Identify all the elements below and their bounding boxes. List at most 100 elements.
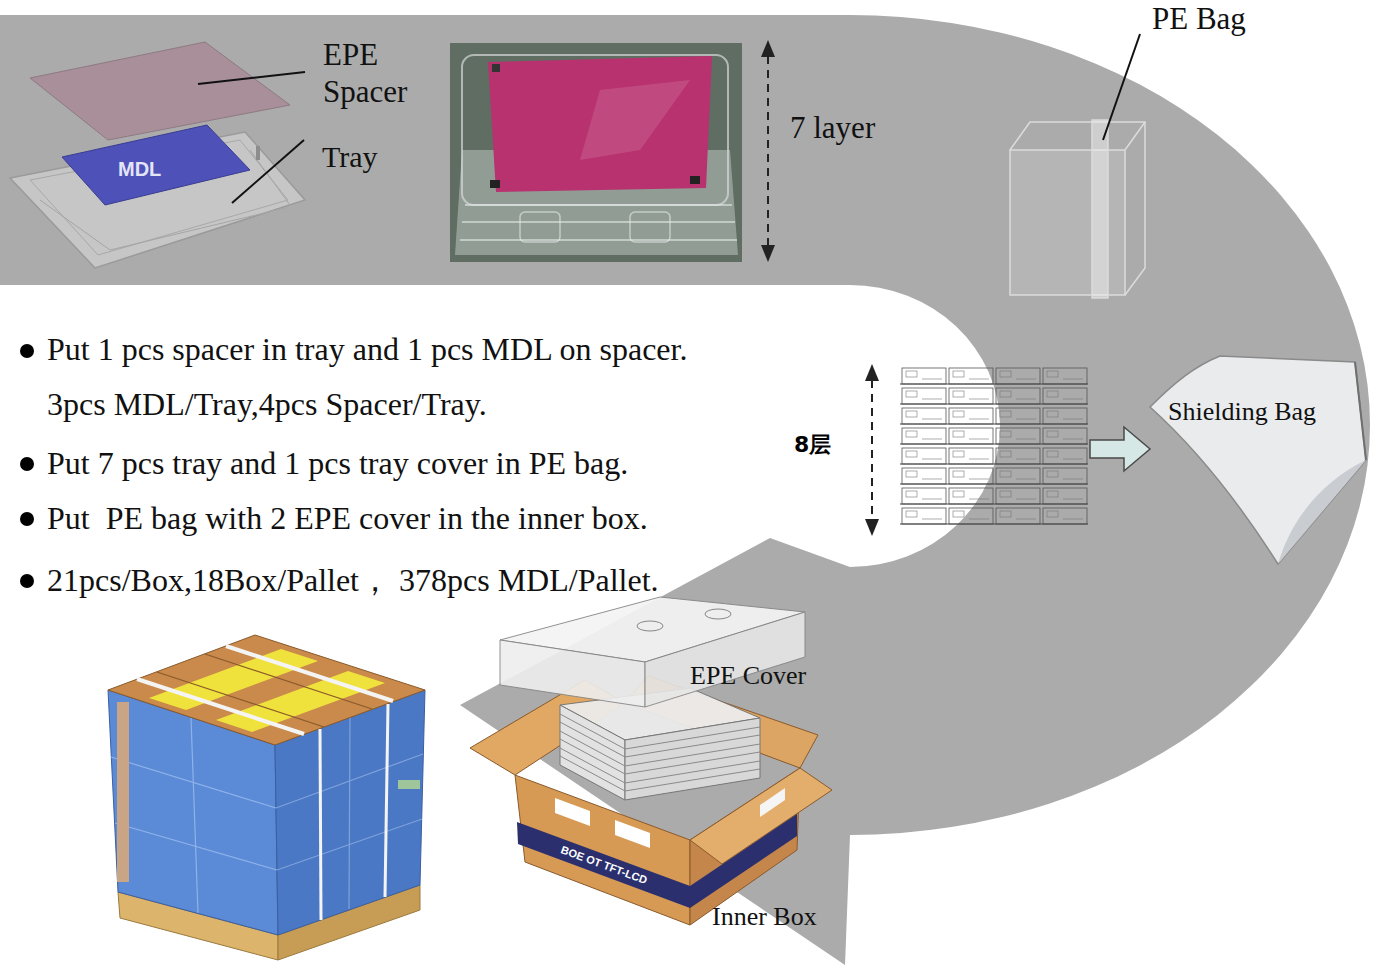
box-band bbox=[690, 814, 797, 908]
tray-lines bbox=[560, 714, 760, 791]
tray-rib bbox=[969, 399, 989, 400]
tray-rib bbox=[969, 439, 989, 440]
tray-rib bbox=[1063, 439, 1083, 440]
module-panel: MDL bbox=[62, 122, 252, 207]
tray-pocket bbox=[953, 411, 964, 417]
flow-band bbox=[0, 15, 1370, 965]
instruction-note: Put 7 pcs tray and 1 pcs tray cover in P… bbox=[47, 436, 628, 491]
tray-pocket bbox=[906, 391, 917, 397]
cover-hole bbox=[705, 609, 731, 619]
tray-cell bbox=[996, 368, 1040, 384]
bag-edge bbox=[1125, 122, 1145, 150]
tray-rib bbox=[922, 439, 942, 440]
tray-rib bbox=[969, 419, 989, 420]
leader-line bbox=[198, 72, 305, 84]
tray-pocket bbox=[1000, 391, 1011, 397]
yellow-tape bbox=[216, 671, 385, 732]
tray-line bbox=[560, 748, 760, 783]
tray-edge bbox=[900, 484, 1088, 485]
box-print: BOE OT TFT-LCD bbox=[559, 843, 649, 886]
dashed-line bbox=[871, 380, 873, 520]
tray-stack: 8层 bbox=[790, 360, 1090, 538]
box-sticker bbox=[760, 788, 785, 817]
tray-rib bbox=[465, 204, 732, 206]
box-seam bbox=[157, 672, 324, 727]
tray-pocket bbox=[1000, 471, 1011, 477]
tray-rib bbox=[460, 239, 737, 241]
cover-hole bbox=[637, 621, 663, 631]
tray-pocket bbox=[953, 371, 964, 377]
epe-cover-front bbox=[500, 640, 645, 707]
bag-seam bbox=[1092, 120, 1108, 298]
tray-pocket bbox=[953, 451, 964, 457]
tray-edge bbox=[900, 504, 1088, 505]
node-outline bbox=[790, 360, 1090, 538]
tray-rib bbox=[1016, 419, 1036, 420]
tray-rib bbox=[922, 479, 942, 480]
tray-line bbox=[560, 731, 760, 766]
tray-cell bbox=[996, 408, 1040, 424]
box-band bbox=[517, 822, 690, 908]
tray-rib bbox=[1016, 499, 1036, 500]
tray-pocket bbox=[1047, 391, 1058, 397]
tray-cell bbox=[949, 388, 993, 404]
tray-cell bbox=[949, 508, 993, 524]
tray-cell bbox=[902, 508, 946, 524]
tray-pocket bbox=[906, 411, 917, 417]
tray-rib bbox=[1063, 519, 1083, 520]
bullet bbox=[20, 574, 34, 588]
tray-rib bbox=[1016, 379, 1036, 380]
box-seam bbox=[349, 718, 350, 909]
instruction-note: Put PE bag with 2 EPE cover in the inner… bbox=[47, 491, 648, 546]
box-seam bbox=[191, 718, 198, 913]
tray-cell bbox=[1043, 408, 1087, 424]
tray-pocket bbox=[953, 491, 964, 497]
tray-pocket bbox=[1000, 431, 1011, 437]
photo-ground bbox=[450, 43, 742, 262]
tray-rib bbox=[1016, 459, 1036, 460]
tray-rib bbox=[922, 419, 942, 420]
tray-rib bbox=[1063, 479, 1083, 480]
tray-rib bbox=[1016, 439, 1036, 440]
tray-stack-drawing bbox=[900, 368, 1088, 524]
tray-pocket bbox=[1000, 411, 1011, 417]
arrowhead bbox=[761, 245, 775, 262]
tray-rib bbox=[1063, 459, 1083, 460]
tray-rib bbox=[1016, 519, 1036, 520]
tray-rib bbox=[110, 208, 285, 250]
tray-cell bbox=[996, 488, 1040, 504]
tray-pocket bbox=[1047, 411, 1058, 417]
tray-pocket bbox=[906, 471, 917, 477]
arrowhead bbox=[761, 40, 775, 57]
part-label: Tray bbox=[322, 140, 378, 175]
tray-line bbox=[560, 722, 760, 757]
tray-pocket bbox=[520, 212, 560, 242]
tray-cell bbox=[949, 488, 993, 504]
dimension-label: 7 layer bbox=[790, 110, 875, 146]
tray-pocket bbox=[953, 471, 964, 477]
tray-cell bbox=[949, 368, 993, 384]
box-seam bbox=[205, 654, 372, 709]
node-label: MDL bbox=[118, 158, 161, 181]
tray-pocket bbox=[1000, 511, 1011, 517]
module-shape bbox=[62, 125, 250, 205]
tray-pocket bbox=[1000, 491, 1011, 497]
box-sticker bbox=[555, 798, 590, 826]
strap bbox=[385, 704, 388, 897]
tray-line bbox=[560, 756, 760, 791]
bullet bbox=[20, 457, 34, 471]
tray-photo bbox=[450, 43, 742, 262]
leader-line bbox=[1103, 34, 1140, 140]
tray-edge bbox=[900, 464, 1088, 465]
tray-cell bbox=[996, 448, 1040, 464]
tray-rib bbox=[969, 479, 989, 480]
tray-pocket bbox=[630, 212, 670, 242]
tray-rib bbox=[40, 200, 110, 250]
tray-cell bbox=[996, 468, 1040, 484]
tray-cell bbox=[996, 428, 1040, 444]
tray-cell bbox=[1043, 428, 1087, 444]
epe-cover-side bbox=[645, 612, 805, 707]
tray-rib bbox=[922, 459, 942, 460]
pe-bag bbox=[1010, 34, 1145, 298]
tray-rib bbox=[1016, 399, 1036, 400]
